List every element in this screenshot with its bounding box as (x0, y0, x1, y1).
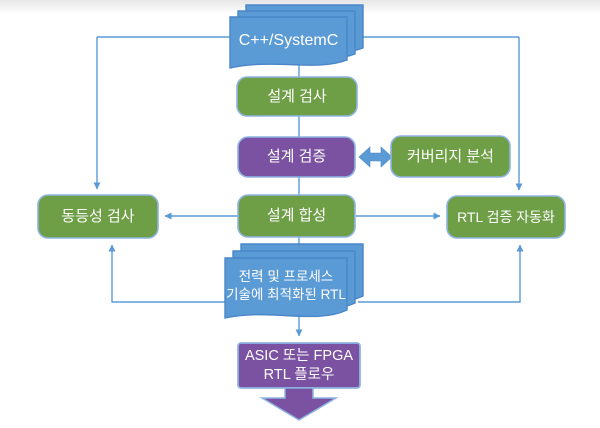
node-optimized-rtl-doc (224, 243, 364, 319)
connector-rtl-doc-to-equivalence (108, 244, 230, 303)
doc-sheet-front (224, 257, 348, 319)
block-down-arrow (259, 387, 339, 421)
node-asic-fpga-flow (237, 342, 361, 389)
doc-sheet-front (229, 16, 348, 69)
double-arrow-verify-coverage (358, 146, 393, 168)
node-design-verify (237, 136, 356, 178)
node-design-check (236, 76, 358, 117)
node-coverage-analysis (390, 135, 511, 178)
node-rtl-verification-automation (446, 195, 566, 239)
connector-rtl-doc-to-rtl-auto (358, 244, 524, 303)
node-equivalence-check (37, 194, 159, 239)
node-design-synthesis (237, 194, 356, 238)
node-source-doc (229, 4, 364, 69)
